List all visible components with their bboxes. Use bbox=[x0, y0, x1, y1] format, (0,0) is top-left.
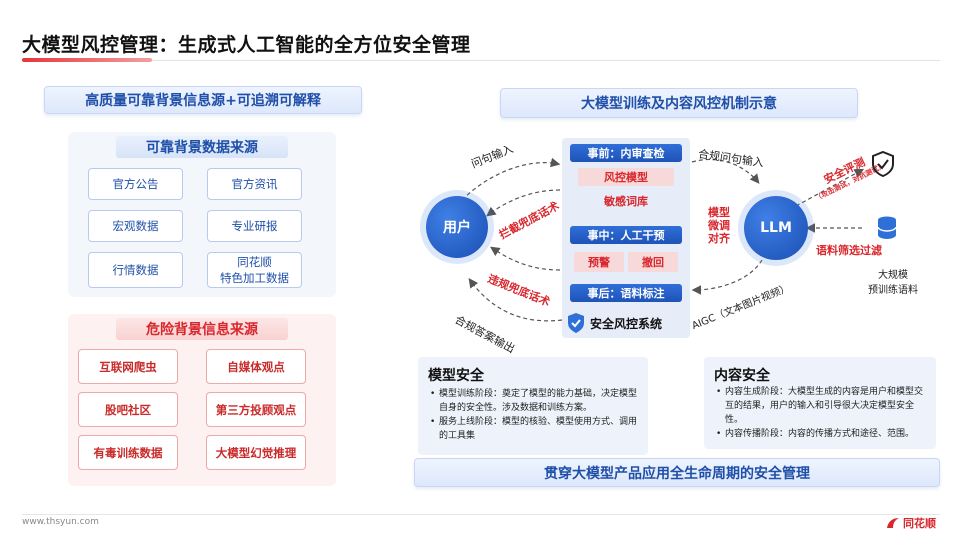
label-corpus-filter: 语料筛选过滤 bbox=[816, 244, 882, 257]
ths-logo-text: 同花顺 bbox=[903, 517, 936, 530]
page-title: 大模型风控管理：生成式人工智能的全方位安全管理 bbox=[22, 34, 471, 56]
footer-url: www.thsyun.com bbox=[22, 517, 99, 527]
source-macro-data: 宏观数据 bbox=[88, 210, 183, 242]
title-underline-accent bbox=[22, 58, 152, 62]
ths-special-line1: 同花顺 bbox=[237, 255, 272, 269]
system-risk-model: 风控模型 bbox=[578, 168, 674, 186]
model-safety-title: 模型安全 bbox=[428, 368, 484, 384]
source-official-announcement: 官方公告 bbox=[88, 168, 183, 200]
title-divider bbox=[152, 60, 940, 61]
system-sensitive-words: 敏感词库 bbox=[604, 195, 648, 208]
source-ths-special-data: 同花顺 特色加工数据 bbox=[207, 252, 302, 288]
pretrain-line1: 大规模 bbox=[878, 270, 908, 281]
risky-sources-title: 危险背景信息来源 bbox=[116, 318, 288, 340]
llm-node: LLM bbox=[744, 196, 808, 260]
right-banner: 大模型训练及内容风控机制示意 bbox=[500, 88, 858, 118]
left-banner: 高质量可靠背景信息源+可追溯可解释 bbox=[44, 86, 362, 114]
risk-third-party-advisor: 第三方投顾观点 bbox=[206, 392, 306, 427]
ths-special-line2: 特色加工数据 bbox=[220, 271, 289, 285]
source-market-data: 行情数据 bbox=[88, 252, 183, 288]
flow-arrows bbox=[461, 157, 865, 322]
risk-stock-forum: 股吧社区 bbox=[78, 392, 178, 427]
label-pretrain-corpus: 大规模 预训练语料 bbox=[868, 266, 918, 296]
system-warning: 预警 bbox=[574, 252, 624, 272]
risk-web-crawler: 互联网爬虫 bbox=[78, 349, 178, 384]
database-icon bbox=[876, 215, 898, 241]
footer-divider bbox=[22, 514, 940, 515]
system-withdraw: 撤回 bbox=[628, 252, 678, 272]
ths-logo: 同花顺 bbox=[886, 515, 936, 531]
system-post-header: 事后：语料标注 bbox=[570, 284, 682, 302]
shield-icon bbox=[870, 150, 896, 178]
reliable-sources-title: 可靠背景数据来源 bbox=[116, 136, 288, 158]
system-pre-header: 事前：内审查检 bbox=[570, 144, 682, 162]
system-mid-header: 事中：人工干预 bbox=[570, 226, 682, 244]
content-safety-title: 内容安全 bbox=[714, 368, 770, 384]
bottom-banner: 贯穿大模型产品应用全生命周期的安全管理 bbox=[414, 458, 940, 487]
risk-self-media: 自媒体观点 bbox=[206, 349, 306, 384]
user-node: 用户 bbox=[426, 196, 488, 258]
model-safety-card: 模型安全 模型训练阶段：奠定了模型的能力基础，决定模型自身的安全性。涉及数据和训… bbox=[418, 357, 648, 455]
risk-llm-hallucination: 大模型幻觉推理 bbox=[206, 435, 306, 470]
ths-logo-icon bbox=[887, 518, 899, 528]
content-safety-item: 内容生成阶段：大模型生成的内容是用户和模型交互的结果，用户的输入和引导很大决定模… bbox=[716, 385, 930, 427]
source-official-news: 官方资讯 bbox=[207, 168, 302, 200]
pretrain-line2: 预训练语料 bbox=[868, 285, 918, 296]
shield-check-icon bbox=[566, 312, 586, 334]
content-safety-card: 内容安全 内容生成阶段：大模型生成的内容是用户和模型交互的结果，用户的输入和引导… bbox=[704, 357, 936, 449]
model-safety-item: 服务上线阶段：模型的核验、模型使用方式、调用的工具集 bbox=[430, 415, 642, 443]
risk-toxic-training-data: 有毒训练数据 bbox=[78, 435, 178, 470]
model-safety-item: 模型训练阶段：奠定了模型的能力基础，决定模型自身的安全性。涉及数据和训练方案。 bbox=[430, 387, 642, 415]
source-research-report: 专业研报 bbox=[207, 210, 302, 242]
system-name: 安全风控系统 bbox=[590, 317, 663, 331]
label-finetune-align: 模型 微调 对齐 bbox=[708, 206, 730, 245]
content-safety-item: 内容传播阶段：内容的传播方式和途径、范围。 bbox=[716, 427, 930, 441]
